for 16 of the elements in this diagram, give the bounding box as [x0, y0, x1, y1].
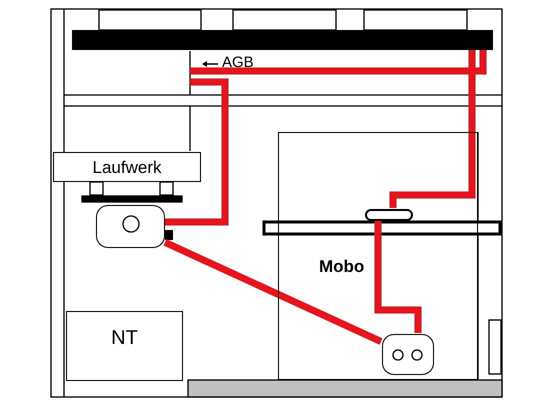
connector-box [96, 205, 165, 248]
component-box [53, 152, 201, 182]
cable-line [164, 239, 382, 345]
cable-line [374, 220, 422, 333]
component-label: Laufwerk [92, 159, 162, 176]
part-label: AGB [222, 55, 254, 70]
motherboard-box [278, 132, 478, 380]
component-label: Mobo [319, 258, 364, 275]
cable-line [165, 78, 228, 226]
component-box [66, 311, 183, 381]
cable-line [390, 50, 476, 208]
slot-connector [365, 209, 413, 221]
component-label: NT [110, 328, 139, 348]
connector-box [382, 334, 434, 375]
drive-bay-bar [72, 30, 493, 50]
cable-line [190, 50, 486, 74]
